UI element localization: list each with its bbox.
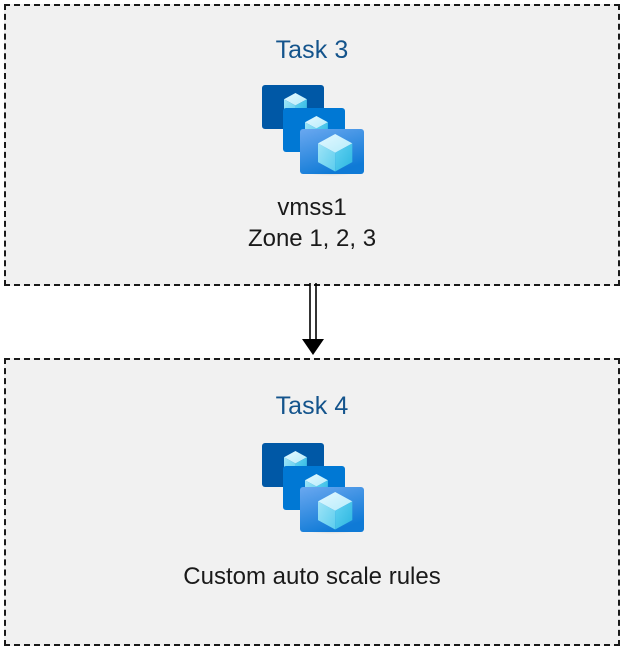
- virtual-machine-scale-set-icon: [262, 85, 364, 176]
- task-box-task-3[interactable]: Task 3: [4, 4, 620, 286]
- arrow-down-connector: [302, 283, 324, 355]
- task-box-task-4[interactable]: Task 4: [4, 358, 620, 646]
- task-3-icon-wrapper: [259, 81, 365, 177]
- task-3-captions: vmss1 Zone 1, 2, 3: [248, 192, 376, 254]
- task-3-caption-line-1: vmss1: [277, 194, 347, 221]
- task-3-caption-line-2: Zone 1, 2, 3: [247, 225, 377, 252]
- task-4-icon-wrapper: [259, 439, 365, 535]
- virtual-machine-scale-set-icon: [262, 443, 364, 534]
- task-4-caption-line-1: Custom auto scale rules: [183, 563, 441, 590]
- task-4-title: Task 4: [275, 392, 349, 420]
- task-3-title: Task 3: [275, 36, 349, 64]
- task-4-captions: Custom auto scale rules: [183, 561, 440, 592]
